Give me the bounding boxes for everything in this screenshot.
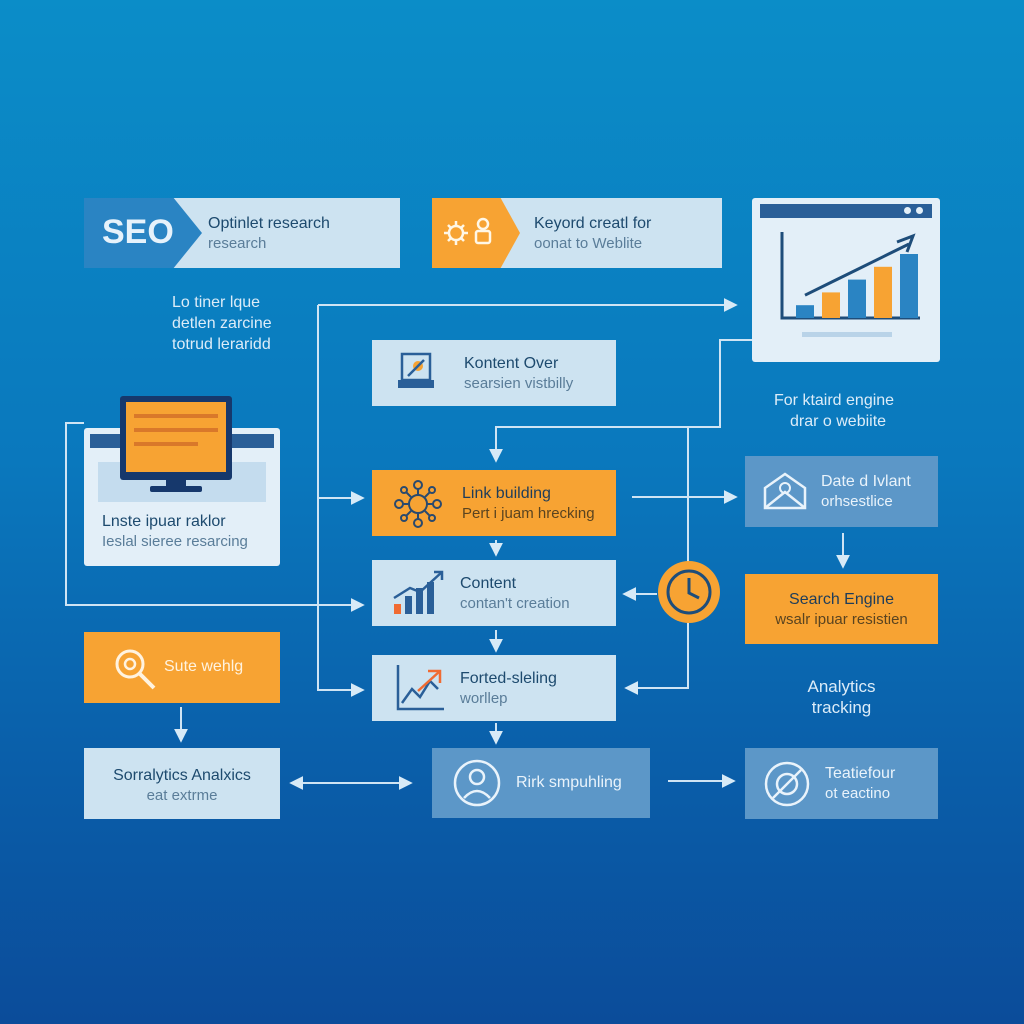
content-over-block: Kontent Over searsien vistbilly	[372, 340, 616, 406]
data-line-2: orhsestlice	[821, 493, 893, 510]
gears-icon	[444, 217, 492, 245]
link-building-block: Link building Pert i juam hrecking	[372, 470, 616, 536]
chart-trend-arrowhead	[896, 233, 916, 253]
window-dot-1	[904, 207, 911, 214]
growth-chart-card	[752, 198, 940, 362]
left-note-line-2: detlen zarcine	[172, 315, 272, 332]
keyword-block: Keyord creatl for oonat to Weblite	[432, 198, 722, 268]
target-icon	[764, 761, 810, 807]
monitor-screen	[126, 402, 226, 472]
monitor-icon	[120, 396, 232, 492]
sorralytics-line-2: eat extrme	[146, 787, 218, 804]
content-editor-icon	[398, 352, 434, 388]
forted-line-1: Forted-sleling	[460, 670, 557, 687]
rirk-block: Rirk smpuhling	[432, 748, 650, 818]
rirk-line-1: Rirk smpuhling	[516, 774, 622, 791]
content-over-line-1: Kontent Over	[464, 355, 559, 372]
link-building-line-2: Pert i juam hrecking	[462, 505, 595, 522]
analytics-note-line-1: Analytics	[807, 677, 876, 696]
monitor-card-line-2: Ieslal sieree resarcing	[102, 533, 248, 550]
chart-bar	[900, 254, 918, 318]
link-building-line-1: Link building	[462, 485, 551, 502]
data-line-1: Date d Ivlant	[821, 473, 911, 490]
chart-bar	[848, 279, 866, 318]
seo-line-2: research	[208, 235, 267, 252]
right-note-line-2: drar o webiite	[790, 413, 887, 430]
arrow-to-chart-card	[317, 305, 365, 697]
monitor-stand	[166, 480, 186, 486]
keyword-line-1: Keyord creatl for	[534, 215, 652, 232]
network-icon	[394, 480, 442, 528]
envelope-icon	[763, 472, 807, 510]
content-block: Content contan't creation	[372, 560, 616, 626]
seo-research-block: SEO Optinlet research research	[84, 198, 400, 268]
search-engine-line-1: Search Engine	[789, 591, 894, 608]
data-block: Date d Ivlant orhsestlice	[745, 456, 938, 527]
arrow-left-loop	[65, 422, 365, 612]
seo-badge	[84, 198, 202, 268]
seo-badge-text: SEO	[102, 213, 174, 251]
monitor-text-line	[134, 414, 218, 418]
teatie-block: Teatiefour ot eactino	[745, 748, 938, 819]
search-engine-block: Search Engine wsalr ipuar resistien	[745, 574, 938, 644]
content-over-line-2: searsien vistbilly	[464, 375, 574, 392]
monitor-base	[150, 486, 202, 492]
content-line-1: Content	[460, 575, 517, 592]
teatie-line-1: Teatiefour	[825, 765, 896, 782]
monitor-text-line	[134, 428, 218, 432]
search-icon	[115, 649, 156, 690]
content-line-2: contan't creation	[460, 595, 570, 612]
keyword-line-2: oonat to Weblite	[534, 235, 643, 252]
chart-card-titlebar	[760, 204, 932, 218]
chart-bar	[874, 266, 892, 318]
search-engine-line-2: wsalr ipuar resistien	[775, 611, 908, 628]
seo-line-1: Optinlet research	[208, 215, 330, 232]
growth-chart	[780, 232, 920, 337]
sute-block: Sute wehlg	[84, 632, 280, 703]
clock-icon	[658, 561, 720, 623]
sorralytics-line-1: Sorralytics Analxics	[113, 767, 251, 784]
sorralytics-block: Sorralytics Analxics eat extrme	[84, 748, 280, 819]
forted-line-2: worllep	[460, 690, 508, 707]
arrow-right-to-forted	[624, 427, 689, 695]
arrow-chart-to-link	[489, 339, 752, 463]
left-note-line-1: Lo tiner lque	[172, 294, 261, 311]
chart-bar	[822, 292, 840, 318]
teatie-line-2: ot eactino	[825, 785, 891, 802]
monitor-card-line-1: Lnste ipuar raklor	[102, 513, 226, 530]
chart-bar	[796, 305, 814, 318]
window-dot-2	[916, 207, 923, 214]
right-note-line-1: For ktaird engine	[774, 392, 895, 409]
sute-line-1: Sute wehlg	[164, 658, 244, 675]
line-chart-icon	[396, 665, 444, 711]
forted-block: Forted-sleling worllep	[372, 655, 616, 721]
monitor-text-line	[134, 442, 198, 446]
chart-base-shadow	[802, 332, 892, 337]
left-note-line-3: totrud leraridd	[172, 336, 271, 353]
analytics-note-line-2: tracking	[811, 698, 872, 717]
chart-trend-line	[804, 242, 910, 297]
bar-growth-icon	[393, 570, 444, 614]
user-icon	[453, 759, 501, 807]
